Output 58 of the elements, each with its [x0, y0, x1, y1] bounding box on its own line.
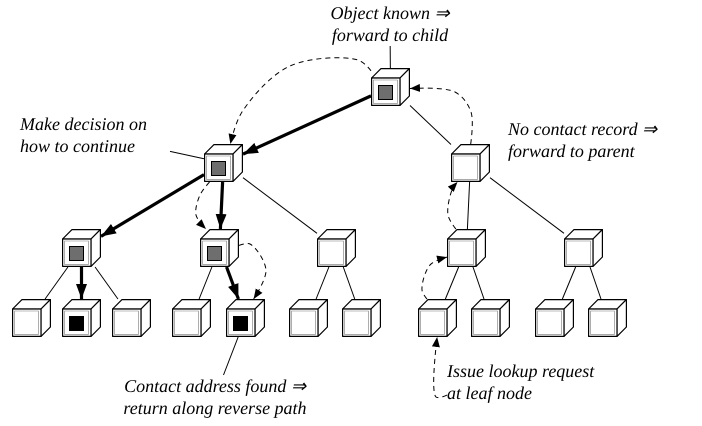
cube-node: [418, 299, 457, 337]
connector-line: [242, 177, 318, 234]
square-marker: [207, 246, 222, 260]
callout-text: No contact record ⇒ forward to parent: [508, 118, 693, 162]
cube-node: [62, 229, 101, 267]
connector-line: [94, 266, 118, 300]
cube-node: [535, 299, 574, 337]
connector-line: [316, 266, 330, 300]
cube-node: [226, 299, 265, 337]
connector-line: [472, 266, 484, 300]
leader-line: [390, 46, 391, 68]
square-marker: [69, 316, 84, 330]
cube-node: [451, 144, 490, 182]
square-marker: [233, 316, 248, 330]
dashed-arrow: [447, 182, 458, 230]
dashed-arrow: [410, 84, 473, 144]
leader-line: [223, 336, 239, 376]
arrow: [225, 266, 240, 300]
dashed-arrow: [421, 256, 448, 300]
square-marker: [378, 84, 393, 100]
cube-node: [447, 229, 486, 267]
callout-text: Issue lookup request at leaf node: [447, 360, 597, 404]
connector-line: [342, 266, 356, 300]
cube-node: [204, 144, 243, 182]
cube-node: [564, 229, 603, 267]
connector-line: [590, 266, 602, 300]
dashed-arrow: [228, 57, 372, 144]
arrow: [100, 173, 205, 238]
cube-node: [471, 299, 510, 337]
arrow: [242, 94, 372, 156]
square-marker: [211, 160, 226, 176]
cube-node: [289, 299, 328, 337]
cube-node: [200, 229, 239, 267]
callout-text: Contact address found ⇒ return along reverse path: [100, 375, 330, 419]
callout-text: Make decision on how to continue: [20, 113, 170, 157]
connector-line: [410, 105, 452, 145]
cube-node: [371, 68, 410, 106]
connector-line: [466, 182, 470, 230]
connector-line: [198, 266, 212, 300]
leader-line: [170, 150, 204, 160]
dashed-arrow: [238, 243, 266, 300]
callout-text: Object known ⇒ forward to child: [300, 2, 480, 46]
cube-node: [62, 299, 101, 337]
square-marker: [69, 246, 84, 260]
connector-line: [444, 266, 460, 300]
cube-node: [12, 299, 51, 337]
dashed-arrow: [432, 336, 448, 398]
dashed-arrow: [195, 182, 210, 230]
connector-line: [44, 266, 68, 300]
cube-node: [317, 229, 356, 267]
cube-node: [112, 299, 151, 337]
arrow: [216, 182, 227, 230]
cube-node: [588, 299, 627, 337]
connector-line: [490, 177, 564, 234]
cube-node: [342, 299, 381, 337]
connector-line: [562, 266, 576, 300]
cube-node: [172, 299, 211, 337]
arrow: [76, 267, 87, 299]
